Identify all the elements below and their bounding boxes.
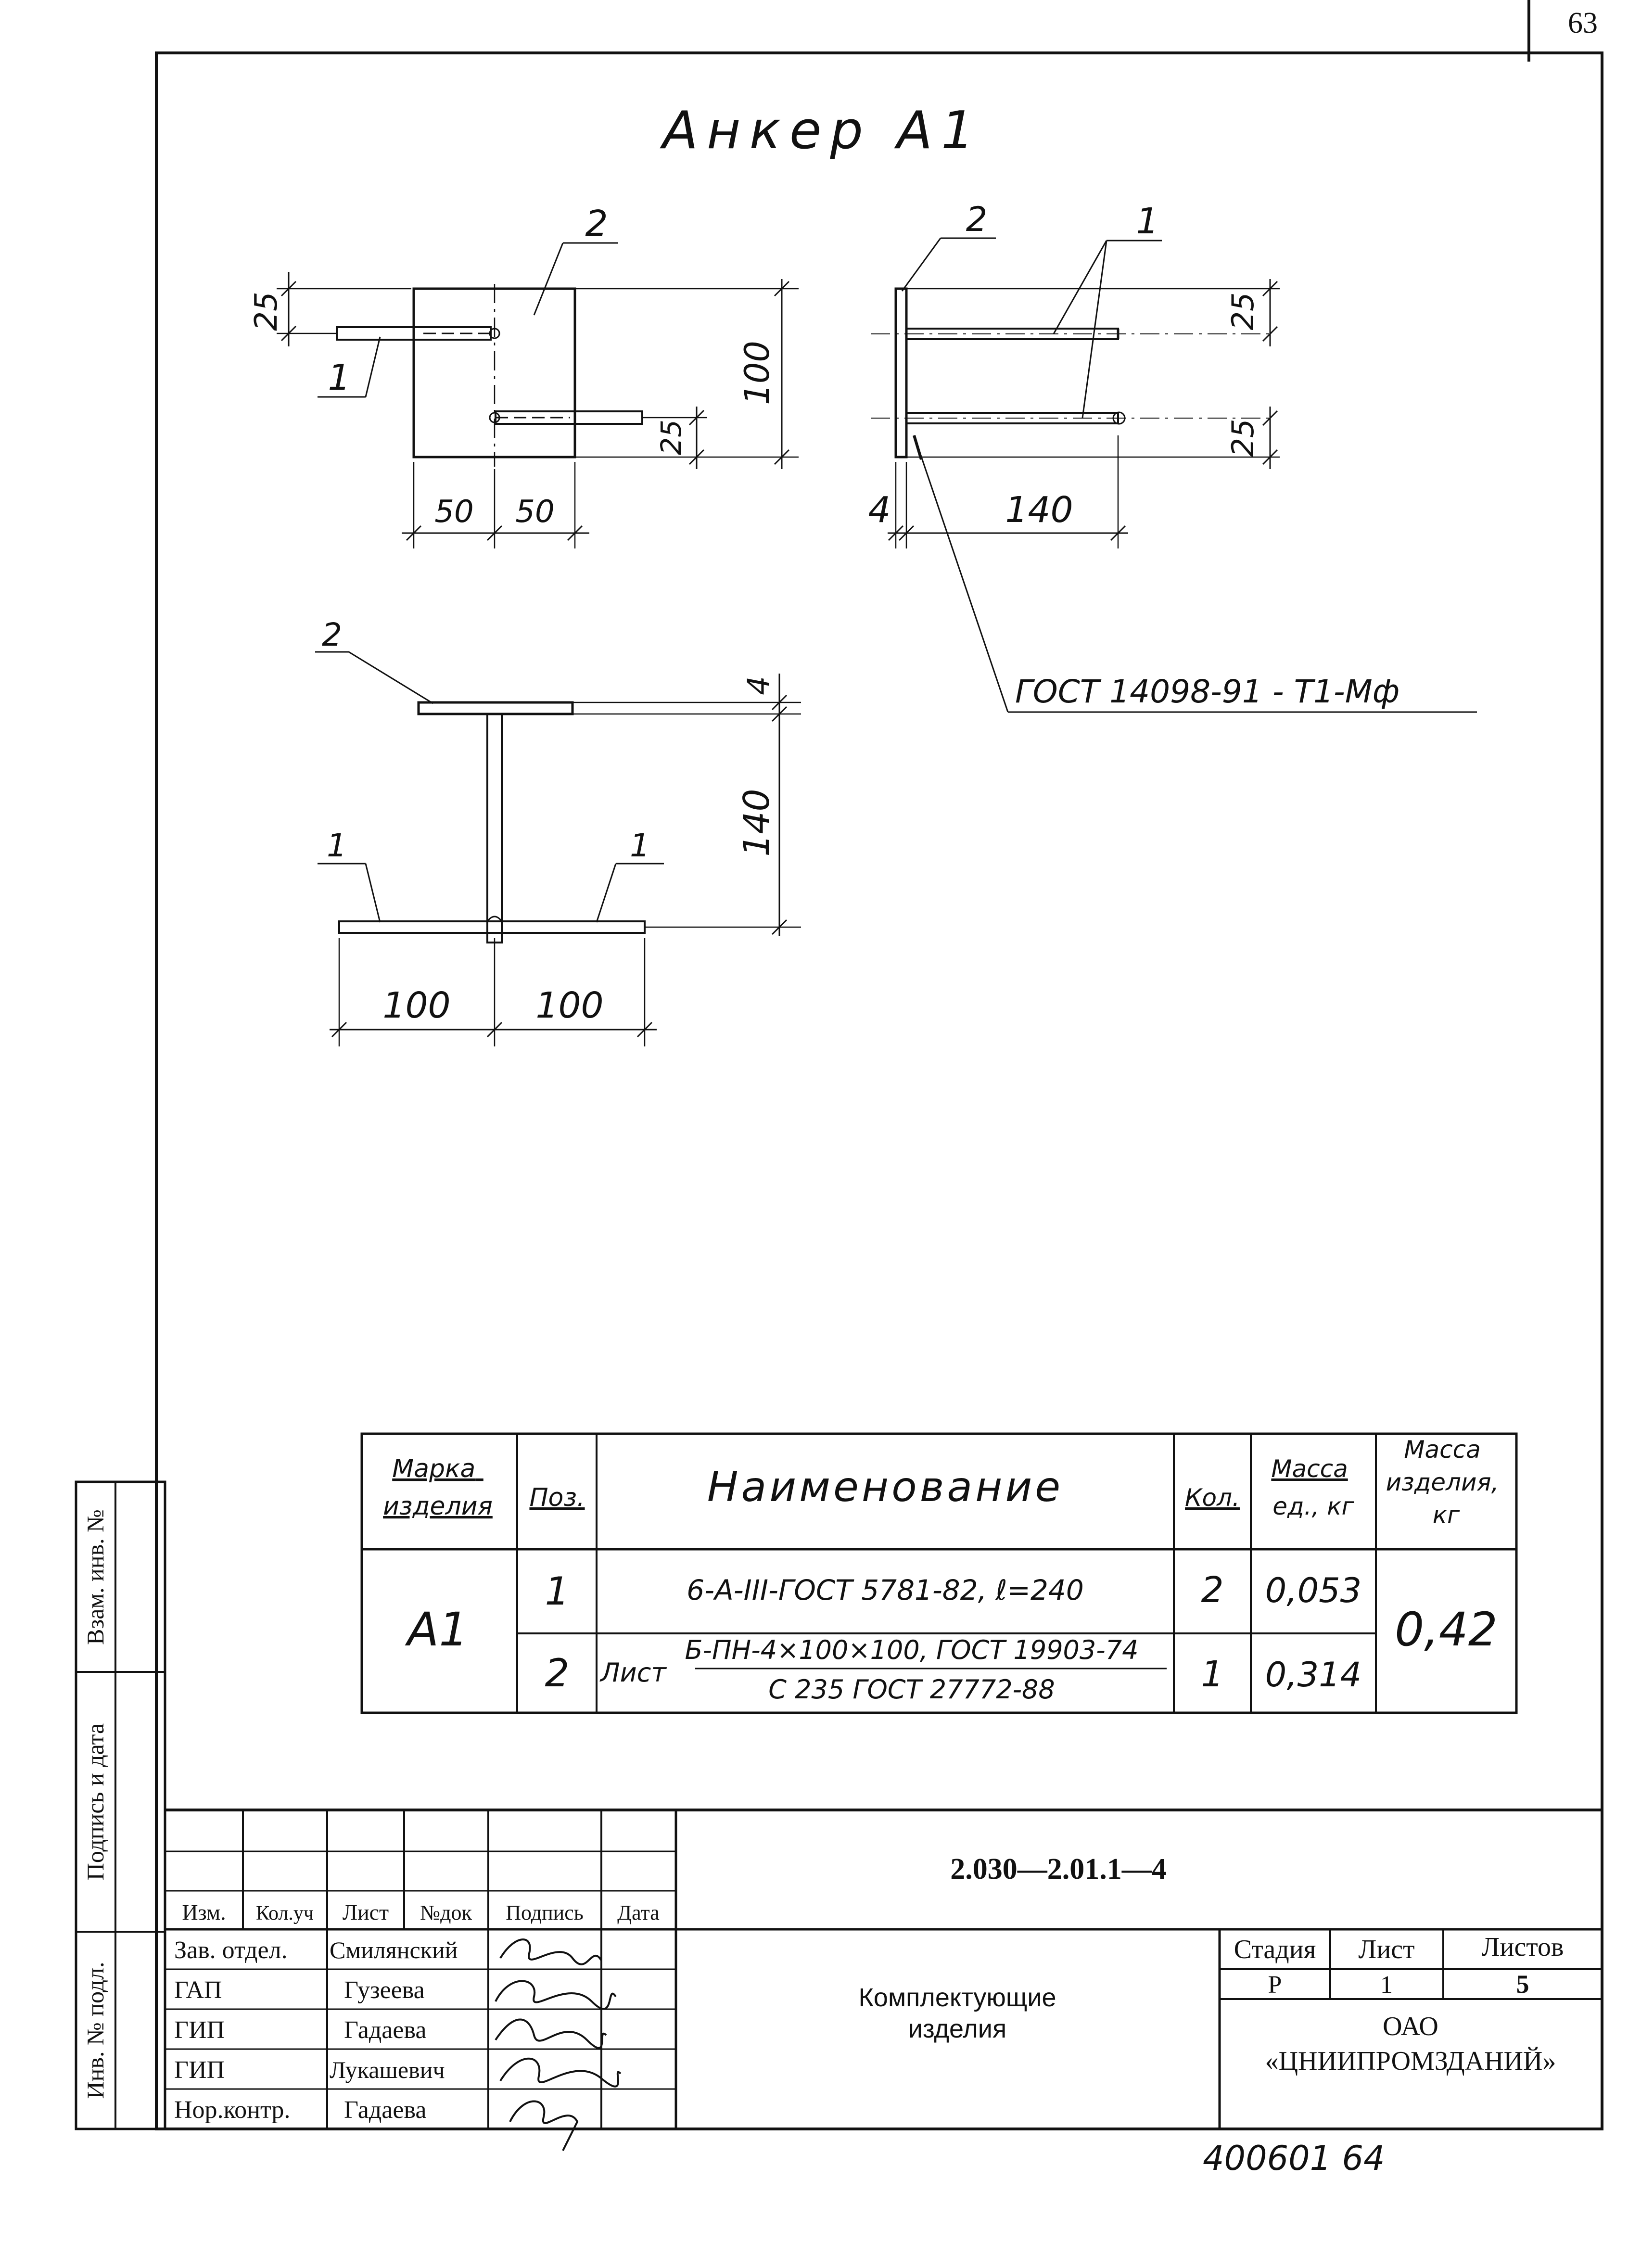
doc-code: 2.030—2.01.1—4 [950,1853,1167,1886]
tb-sheet: 1 [1380,1971,1393,1999]
signatures [495,1938,622,2151]
tb-role-1: Зав. отдел. [174,1937,288,1964]
dim-side-bar-140: 140 [1005,489,1073,531]
plan-label-bar-left: 1 [327,827,347,864]
cell-item-mass: 0,42 [1395,1603,1498,1656]
org-line2: «ЦНИИПРОМЗДАНИЙ» [1265,2046,1556,2076]
dim-front-right-50: 50 [515,494,554,530]
header-mark: Марка изделия [383,1454,493,1521]
tb-name-4: Лукашевич [330,2056,445,2083]
dim-front-top-25: 25 [249,292,284,331]
front-label-plate: 2 [585,203,608,244]
dim-front-left-50: 50 [434,494,473,530]
dim-side-bottom-25: 25 [1225,419,1260,457]
header-mark-line1: Марка [392,1454,475,1483]
header-unit-mass-line2: ед., кг [1272,1492,1354,1520]
row2-name-top: Б-ПН-4×100×100, ГОСТ 19903-74 [685,1635,1139,1665]
tb-header-list: Лист [343,1900,389,1924]
tb-stage: Р [1268,1971,1282,1999]
spec-table: Марка изделия Поз. Наименование Кол. Мас… [360,1432,1518,1714]
page-number: 63 [1568,7,1598,39]
cell-mark: А1 [405,1603,469,1656]
tb-name-5: Гадаева [344,2096,426,2124]
header-item-mass-line2: изделия, [1386,1468,1499,1496]
row1-qty: 2 [1201,1569,1223,1611]
tb-role-2: ГАП [174,1976,222,2004]
header-qty: Кол. [1185,1484,1240,1512]
side-label-plate: 2 [966,200,988,239]
row2-pos: 2 [545,1651,570,1695]
stamp-inv-podl: Инв. № подл. [82,1962,109,2099]
header-mark-line2: изделия [383,1492,493,1521]
dim-plan-height-140: 140 [736,789,777,856]
archive-number: 400601 64 [1203,2139,1385,2178]
tb-header-izm: Изм. [182,1900,226,1924]
row1-pos: 1 [545,1569,570,1614]
title-block: Изм. Кол.уч Лист №док Подпись Дата Зав. … [165,1809,1602,2151]
header-item-mass: Масса изделия, кг [1386,1436,1507,1529]
dim-plan-right-100: 100 [535,985,603,1026]
tb-sheets: 5 [1516,1970,1529,1999]
drawing-frame [155,51,1603,2130]
dim-side-plate-4: 4 [868,489,890,531]
row2-name-bottom: С 235 ГОСТ 27772-88 [768,1674,1055,1705]
header-item-mass-line1: Масса [1404,1436,1480,1464]
row2-unit-mass: 0,314 [1265,1655,1361,1695]
tb-name-1: Смилянский [330,1937,458,1963]
tb-role-5: Нор.контр. [174,2096,290,2124]
header-unit-mass-line1: Масса [1271,1455,1348,1483]
header-name: Наименование [707,1463,1063,1511]
front-label-bar: 1 [328,357,350,398]
tb-header-podpis: Подпись [506,1901,584,1924]
side-view: 25 25 4 140 2 1 ГОСТ 14098-91 - Т1-Мф [868,200,1477,713]
dim-plan-left-100: 100 [382,985,450,1026]
tb-header-data: Дата [617,1901,660,1924]
tb-name-3: Гадаева [344,2016,426,2044]
tb-name-2: Гузеева [344,1976,425,2004]
row1-unit-mass: 0,053 [1265,1571,1361,1610]
doc-name-line1: Комплектующие [858,1983,1056,2012]
plan-label-bar-right: 1 [630,827,650,864]
header-unit-mass: Масса ед., кг [1271,1455,1355,1520]
tb-header-kol-uch: Кол.уч [256,1902,314,1924]
tb-sheet-header: Лист [1358,1935,1414,1964]
header-pos: Поз. [529,1483,585,1512]
page-number-block: 63 [1527,0,1598,62]
stamp-podpis-data: Подпись и дата [82,1723,109,1880]
dim-plan-plate-4: 4 [741,676,776,695]
drawing-title: Анкер А1 [660,101,983,161]
row2-name-prefix: Лист [599,1657,667,1688]
row1-name: 6-А-III-ГОСТ 5781-82, ℓ=240 [687,1574,1083,1606]
stamp-vzam-inv: Взам. инв. № [82,1509,109,1645]
header-item-mass-line3: кг [1433,1501,1460,1529]
org-line1: ОАО [1383,2012,1438,2041]
dim-front-bottom-25: 25 [655,420,687,455]
weld-note: ГОСТ 14098-91 - Т1-Мф [1015,673,1399,710]
side-label-bar: 1 [1136,201,1158,242]
tb-stage-header: Стадия [1234,1935,1316,1964]
front-view: 25 25 100 50 50 2 1 [249,203,799,548]
tb-sheets-header: Листов [1482,1932,1564,1962]
side-stamp: Взам. инв. № Подпись и дата Инв. № подл. [75,1480,166,2130]
tb-role-3: ГИП [174,2016,225,2044]
plan-view: 4 140 100 100 2 1 1 [315,616,801,1046]
dim-front-height-100: 100 [738,341,777,405]
dim-side-top-25: 25 [1225,293,1260,331]
plan-label-plate: 2 [322,616,342,653]
row2-qty: 1 [1201,1654,1223,1695]
doc-name-line2: изделия [908,2014,1006,2043]
tb-role-4: ГИП [174,2056,225,2084]
tb-header-ndok: №док [420,1901,472,1924]
